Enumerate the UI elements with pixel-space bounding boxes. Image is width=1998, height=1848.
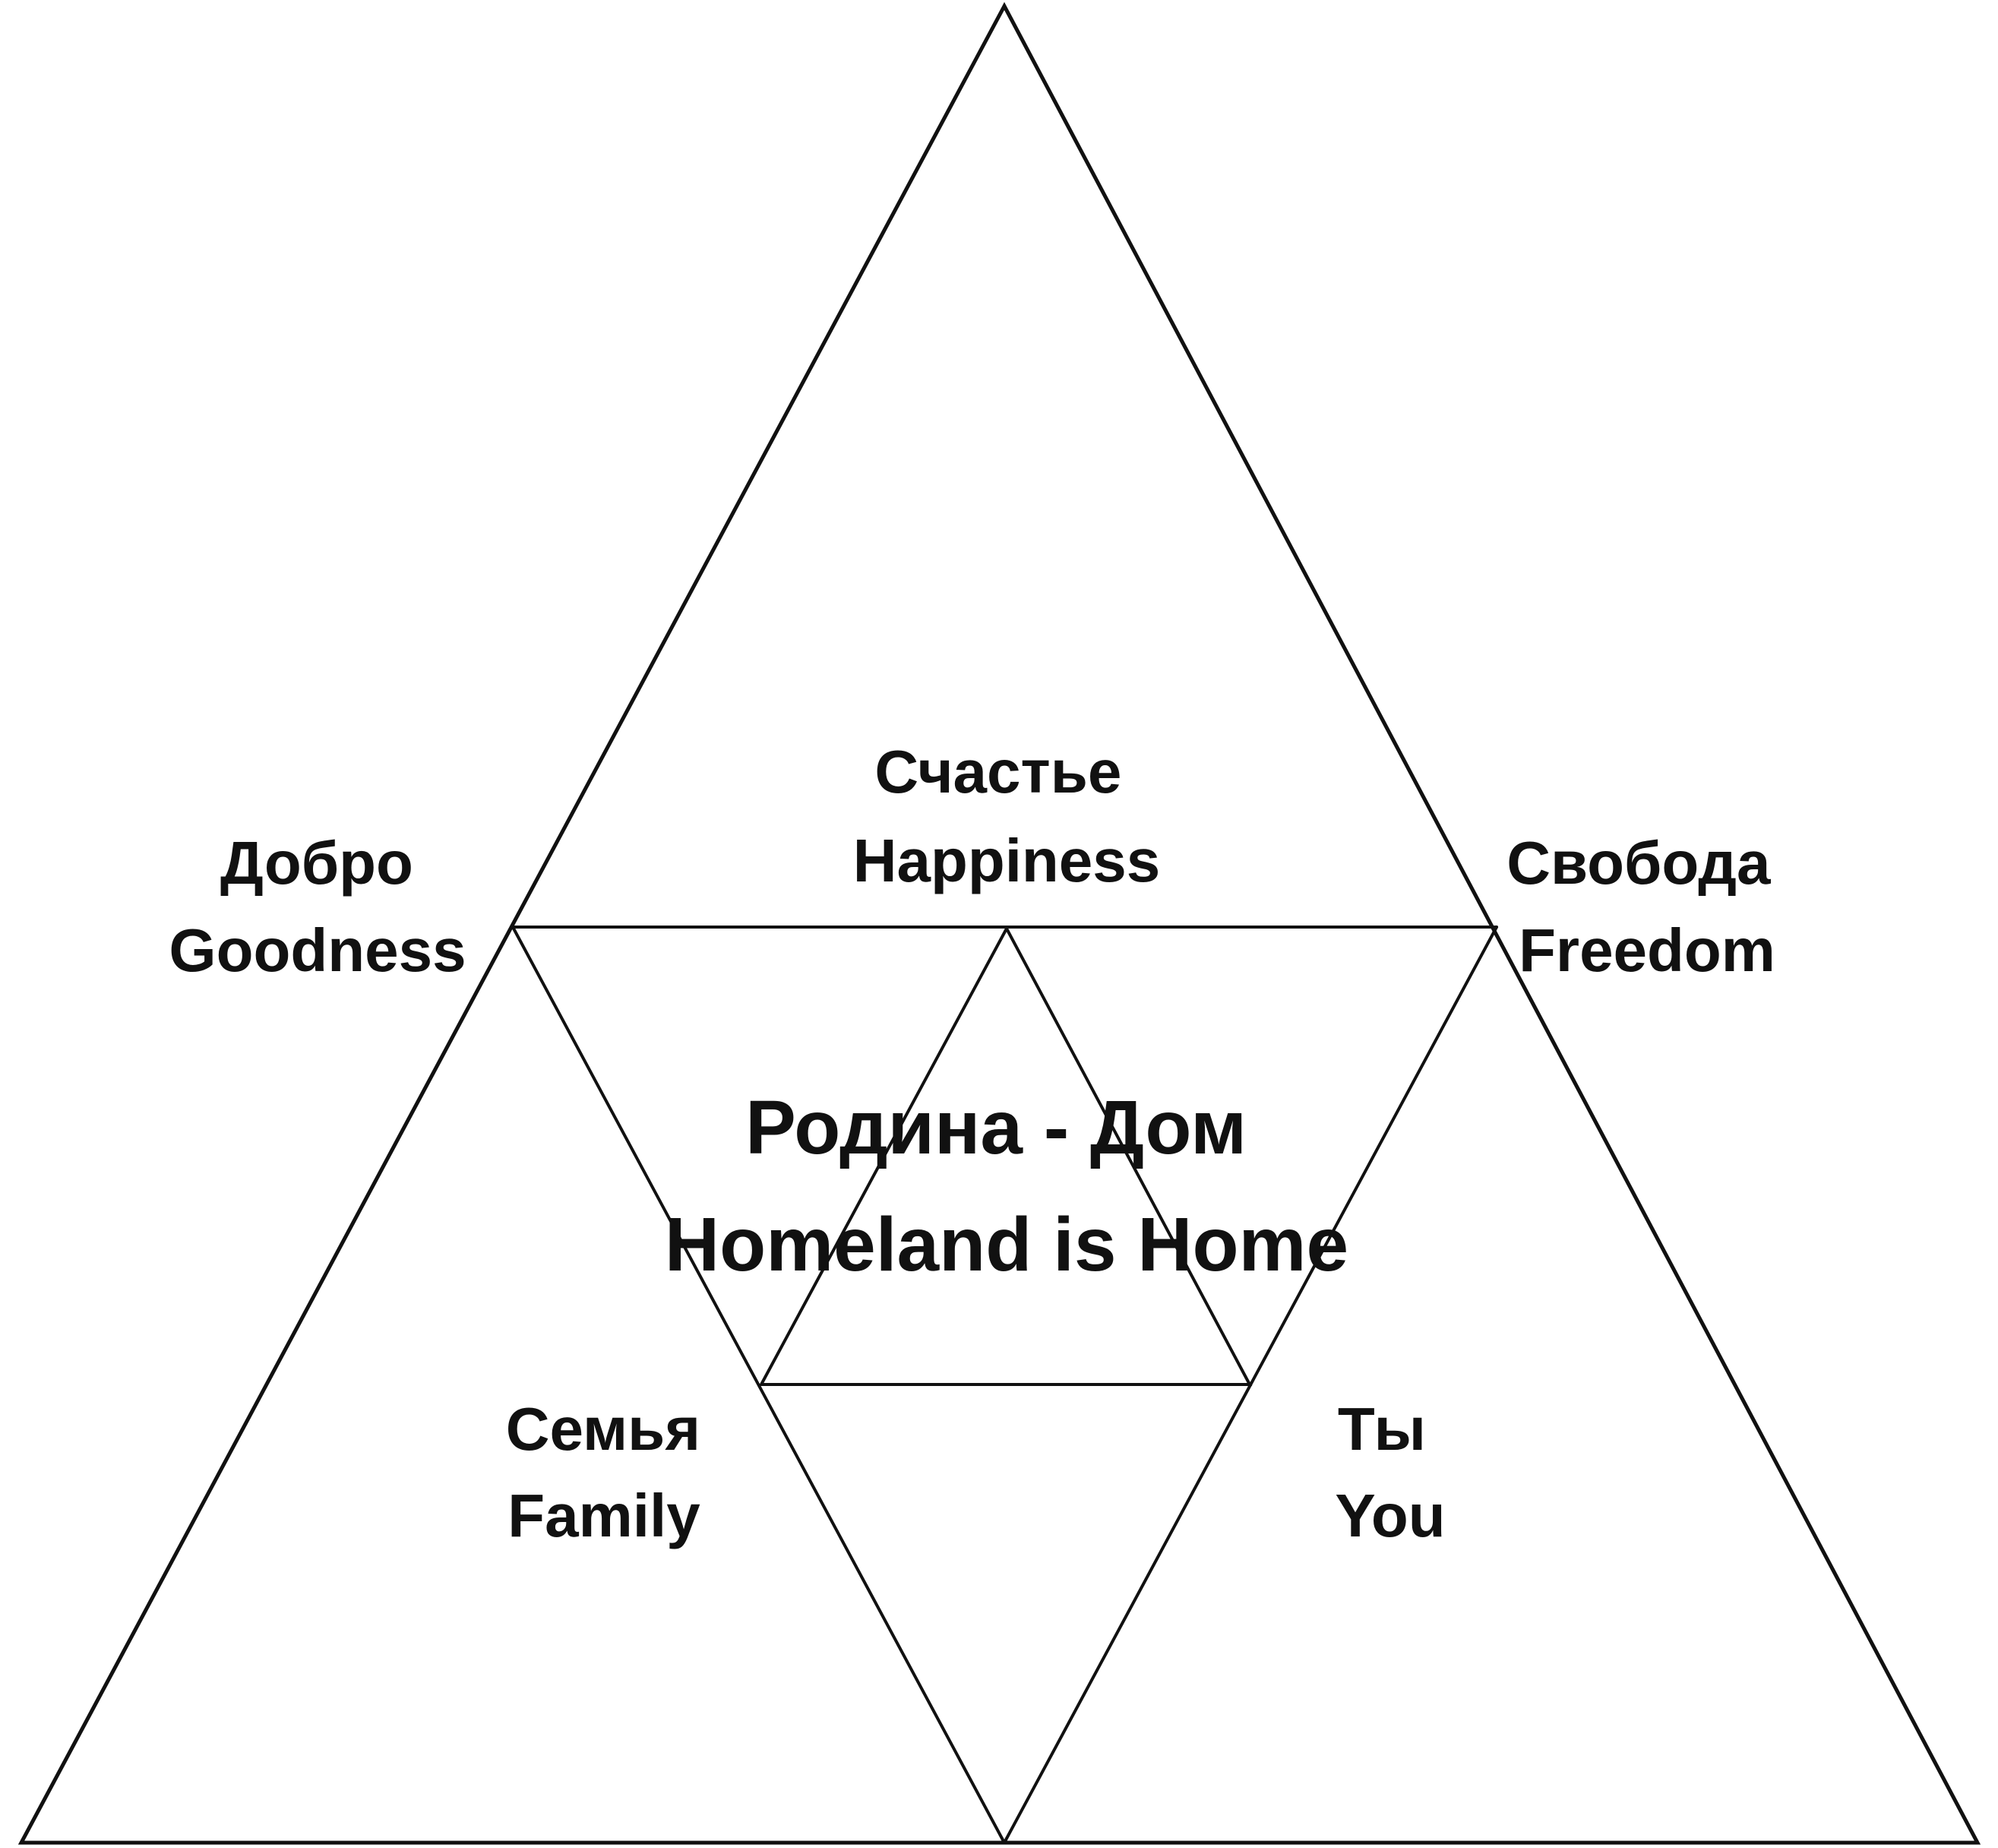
bottom-right-label-ru: Ты <box>1338 1395 1426 1463</box>
left-label-ru: Добро <box>220 829 413 897</box>
right-label-en: Freedom <box>1519 916 1775 984</box>
center-triangle <box>758 925 1253 1386</box>
center-label-en: Homeland is Home <box>665 1202 1348 1287</box>
top-label-en: Happiness <box>853 827 1161 894</box>
bottom-right-label-en: You <box>1335 1482 1445 1549</box>
top-label: Счастье Happiness <box>853 738 1161 894</box>
bottom-left-label-ru: Семья <box>506 1395 700 1463</box>
center-label: Родина - Дом Homeland is Home <box>665 1085 1348 1287</box>
center-label-ru: Родина - Дом <box>745 1085 1247 1170</box>
right-label-ru: Свобода <box>1506 829 1771 897</box>
right-label: Свобода Freedom <box>1506 829 1788 984</box>
left-label: Добро Goodness <box>169 829 466 984</box>
bottom-left-label-en: Family <box>507 1482 700 1549</box>
outer-triangle <box>17 2 1981 1845</box>
bottom-left-label: Семья Family <box>506 1395 717 1549</box>
left-label-en: Goodness <box>169 916 466 984</box>
top-label-ru: Счастье <box>874 738 1121 805</box>
bottom-right-label: Ты You <box>1335 1395 1445 1549</box>
inner-left-edge <box>511 926 1006 1844</box>
